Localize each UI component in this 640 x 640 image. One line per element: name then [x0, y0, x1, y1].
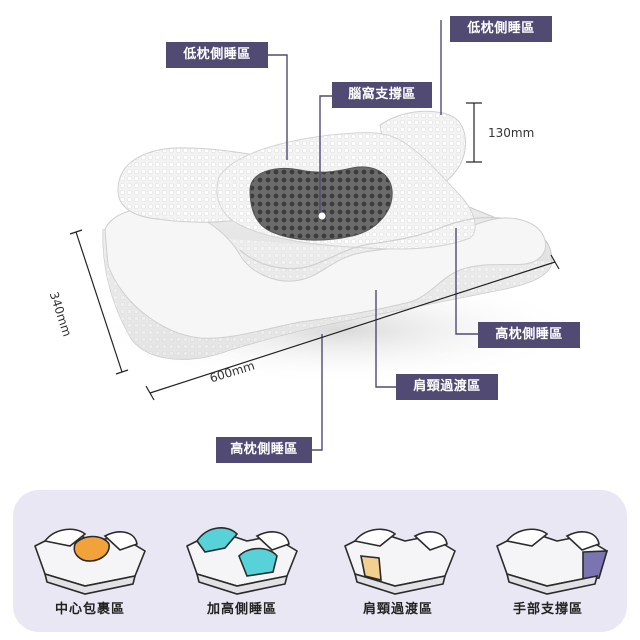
callout-top-left: 低枕側睡區: [166, 42, 268, 68]
callout-bottom-left: 高枕側睡區: [216, 437, 312, 463]
feature-icon-shoulder-neck: [344, 528, 456, 595]
leader-top-left: [268, 54, 288, 160]
dim-height-label: 130mm: [488, 126, 535, 140]
feature-icon-high-side: [186, 527, 298, 595]
feature-panel: 中心包裹區 加高側睡區 肩頸過渡區 手部支撐區: [13, 490, 627, 632]
feature-label-2: 加高側睡區: [206, 602, 277, 617]
dim-depth-line: [75, 231, 123, 373]
leader-center: [319, 95, 332, 212]
feature-label-1: 中心包裹區: [54, 602, 125, 617]
feature-label-4: 手部支撐區: [512, 602, 583, 617]
leader-bottom-left: [312, 334, 323, 451]
callout-right-lower: 高枕側睡區: [478, 322, 580, 348]
feature-icon-center-wrap: [34, 528, 146, 595]
mesh-cradle: [249, 166, 393, 241]
leader-right-lower: [455, 228, 478, 335]
feature-icon-hand-support: [496, 528, 609, 595]
dim-width-line: [149, 261, 556, 394]
leader-bottom-center: [375, 290, 396, 388]
callout-center: 腦窩支撐區: [332, 82, 432, 108]
callout-bottom-center: 肩頸過渡區: [396, 374, 498, 400]
callout-top-right: 低枕側睡區: [450, 16, 552, 42]
feature-label-3: 肩頸過渡區: [362, 602, 433, 617]
